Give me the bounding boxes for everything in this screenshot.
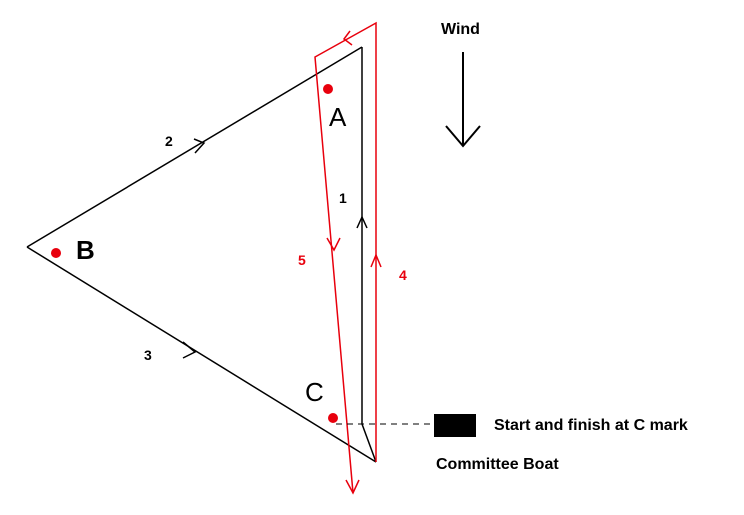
start-finish-label: Start and finish at C mark <box>494 417 688 434</box>
leg-3-line <box>26 246 377 463</box>
committee-boat-icon <box>434 414 476 437</box>
mark-b-label: B <box>76 235 95 265</box>
leg-3-arrow-icon <box>182 341 197 359</box>
c-side-line <box>361 423 377 463</box>
leg-4-label: 4 <box>399 267 407 283</box>
leg-1-arrow-icon <box>356 215 368 229</box>
inner-course <box>26 46 377 463</box>
leg-4-arrow-icon <box>370 253 382 268</box>
leg-1-label: 1 <box>339 190 347 206</box>
leg-2-arrow-icon <box>193 138 206 154</box>
mark-a-dot <box>323 84 333 94</box>
leg-2-label: 2 <box>165 133 173 149</box>
mark-c-label: C <box>305 377 324 407</box>
mark-a-label: A <box>329 102 347 132</box>
leg-5-arrow-icon <box>326 237 341 252</box>
mark-c-dot <box>328 413 338 423</box>
leg-3-label: 3 <box>144 347 152 363</box>
leg-2-line <box>26 46 363 248</box>
committee-boat-label: Committee Boat <box>436 456 559 473</box>
leg-5-label: 5 <box>298 252 306 268</box>
wind-label: Wind <box>441 21 480 38</box>
outer-course <box>314 21 382 495</box>
top-arrow-icon <box>342 30 353 46</box>
mark-b-dot <box>51 248 61 258</box>
outer-course-path <box>314 21 377 494</box>
bottom-arrow-icon <box>345 479 360 495</box>
wind-arrow-icon <box>445 52 481 148</box>
